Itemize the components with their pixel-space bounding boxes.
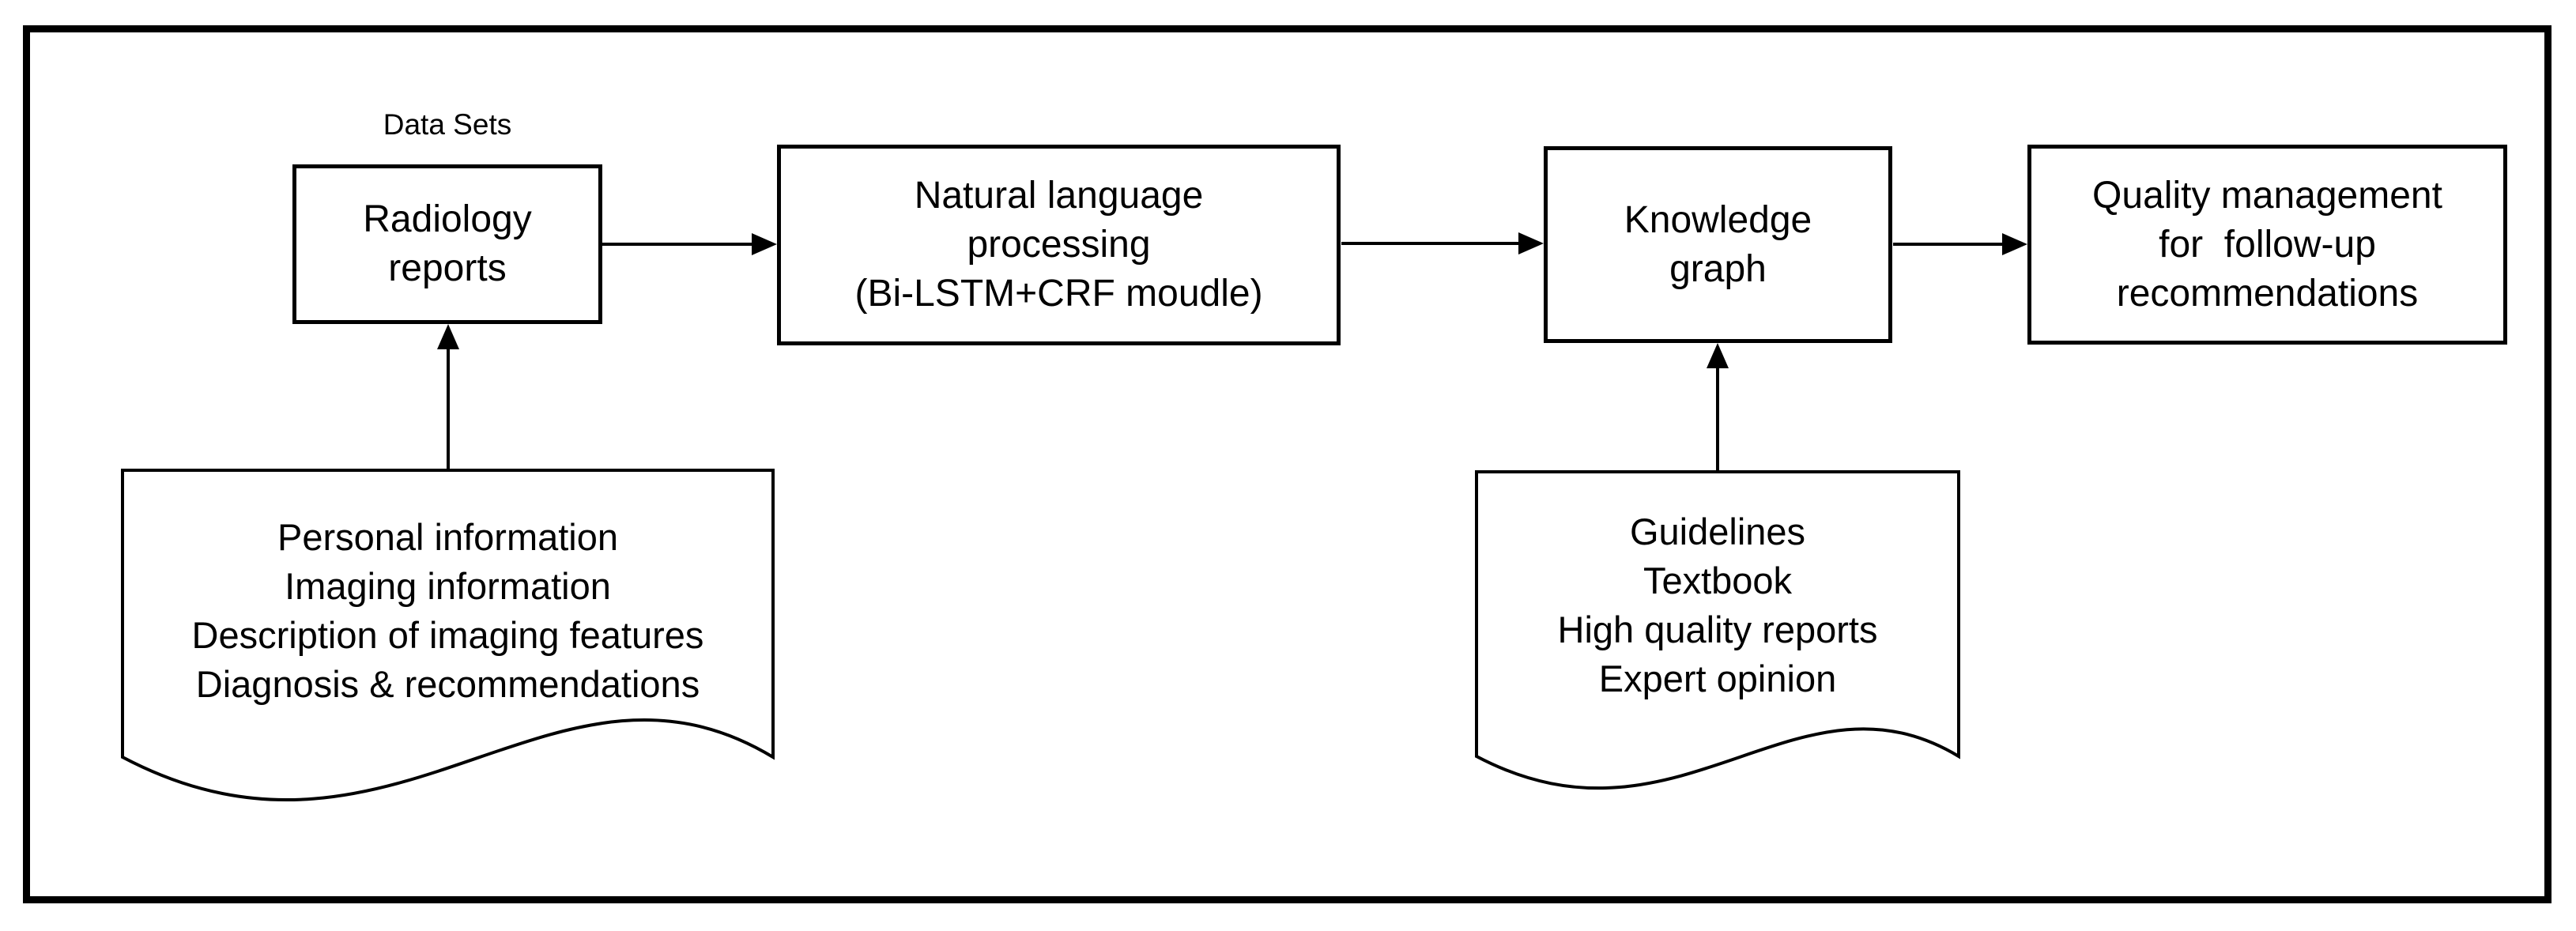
arrowhead-doc-to-radiology: [437, 324, 459, 349]
node-radiology-reports: Radiology reports: [292, 164, 602, 324]
node-natural-language-processing: Natural language processing (Bi-LSTM+CRF…: [777, 145, 1341, 345]
node-knowledge-graph: Knowledge graph: [1544, 146, 1892, 343]
document-shape-radiology-sources: [121, 469, 775, 801]
node-quality-management-label: Quality management for follow-up recomme…: [2092, 174, 2442, 315]
document-shape-knowledge-sources: [1475, 470, 1960, 790]
document-text-radiology-sources: Personal information Imaging information…: [191, 516, 704, 705]
arrowhead-doc-to-knowledge-graph: [1707, 343, 1729, 368]
node-natural-language-processing-label: Natural language processing (Bi-LSTM+CRF…: [854, 175, 1263, 315]
arrowhead-knowledge-graph-to-quality: [2002, 233, 2027, 255]
document-text-knowledge-sources: Guidelines Textbook High quality reports…: [1557, 511, 1878, 699]
arrowhead-radiology-to-nlp: [752, 233, 777, 255]
node-radiology-reports-label: Radiology reports: [363, 198, 532, 289]
arrowhead-nlp-to-knowledge-graph: [1518, 232, 1544, 254]
node-quality-management: Quality management for follow-up recomme…: [2027, 145, 2507, 345]
node-knowledge-graph-label: Knowledge graph: [1624, 198, 1812, 290]
data-sets-label: Data Sets: [383, 108, 512, 141]
